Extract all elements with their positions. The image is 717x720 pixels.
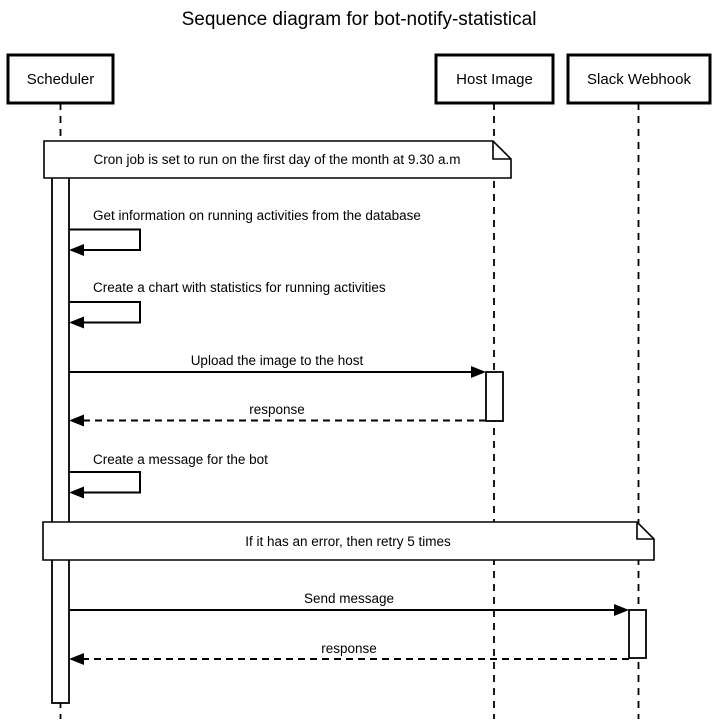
actor-box-host-image — [434, 53, 555, 105]
arrowhead-send-message — [614, 604, 629, 616]
message-label-create-message: Create a message for the bot — [93, 452, 268, 467]
arrowhead-create-message — [69, 486, 84, 499]
actor-label-host-image: Host Image — [456, 71, 533, 88]
message-label-upload-image: Upload the image to the host — [191, 353, 364, 368]
message-self-loop-create-chart — [69, 301, 141, 324]
arrowhead-get-info — [69, 244, 84, 256]
note-cron-box — [43, 140, 512, 179]
message-label-slack-response: response — [321, 641, 377, 656]
arrowhead-host-response — [69, 414, 84, 427]
message-label-get-info: Get information on running activities fr… — [93, 208, 421, 223]
arrowhead-create-chart — [69, 316, 84, 329]
arrowhead-slack-response — [69, 653, 84, 665]
diagram-title: Sequence diagram for bot-notify-statisti… — [182, 9, 537, 30]
note-cron-fold — [492, 141, 511, 160]
message-self-loop-get-info — [69, 228, 141, 251]
actor-box-slack-webhook — [566, 53, 712, 105]
actor-box-scheduler — [6, 53, 115, 105]
actor-label-slack-webhook: Slack Webhook — [587, 71, 691, 88]
note-cron-text: Cron job is set to run on the first day … — [94, 152, 461, 167]
note-retry-text: If it has an error, then retry 5 times — [245, 534, 451, 549]
message-label-host-response: response — [249, 402, 305, 417]
message-self-loop-create-message — [69, 471, 141, 494]
arrowhead-upload-image — [471, 366, 486, 378]
note-retry-box — [42, 521, 655, 561]
message-label-send-message: Send message — [304, 591, 394, 606]
activation-bar-slack-webhook — [628, 609, 647, 659]
activation-bar-host-image — [485, 371, 504, 422]
message-label-create-chart: Create a chart with statistics for runni… — [93, 280, 386, 295]
actor-label-scheduler: Scheduler — [27, 71, 95, 88]
activation-bar-scheduler — [51, 159, 70, 704]
note-retry-fold — [636, 522, 654, 540]
